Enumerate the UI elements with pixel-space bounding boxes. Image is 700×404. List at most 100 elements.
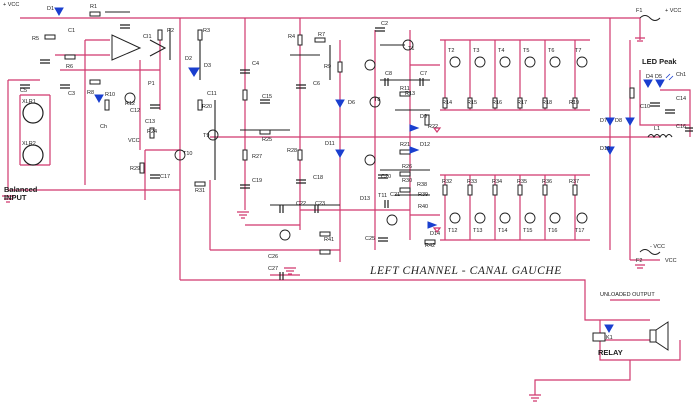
resistor-label: R34	[492, 179, 502, 185]
svg-text:LED Peak: LED Peak	[642, 57, 677, 66]
component-label: R26	[402, 164, 412, 170]
component-label: D2	[185, 56, 192, 62]
vcc-label-bottom-right: - VCC	[650, 244, 665, 250]
relay-label: RELAY	[598, 348, 623, 357]
component-label: R38	[417, 182, 427, 188]
component-label: C15	[262, 94, 272, 100]
diodes	[54, 7, 665, 334]
component-label: R31	[195, 188, 205, 194]
transistor-label: T15	[523, 228, 532, 234]
transistor-label: T6	[548, 48, 554, 54]
transistor-label: T16	[548, 228, 557, 234]
component-label: C23	[315, 201, 325, 207]
component-label: D4	[646, 74, 653, 80]
resistor-label: R17	[517, 100, 527, 106]
component-label: R7	[318, 32, 325, 38]
component-label: C19	[252, 178, 262, 184]
component-label: C14	[676, 96, 686, 102]
component-label: R28	[287, 148, 297, 154]
component-label: C18	[313, 175, 323, 181]
vcc-label-mid: VCC	[128, 138, 140, 144]
vcc-label-top-right: + VCC	[665, 8, 681, 14]
component-label: C7	[420, 71, 427, 77]
component-leads	[105, 11, 430, 206]
vcc-label-left: + VCC	[3, 2, 19, 8]
resistor-label: R19	[569, 100, 579, 106]
resistor-label: R16	[492, 100, 502, 106]
component-label: R21	[400, 142, 410, 148]
component-label: R40	[418, 204, 428, 210]
component-label: C17	[160, 174, 170, 180]
component-label: R9	[324, 64, 331, 70]
component-label: C27	[268, 266, 278, 272]
resistor-label: R14	[442, 100, 452, 106]
component-label: D10	[600, 146, 610, 152]
component-label: T8	[374, 97, 380, 103]
component-label: C3	[68, 91, 75, 97]
component-label: D7	[600, 118, 607, 124]
svg-text:XLR1: XLR1	[22, 99, 36, 105]
component-label: R12	[125, 101, 135, 107]
component-label: D3	[204, 63, 211, 69]
transistor-label: T2	[448, 48, 454, 54]
relay-k1: K1	[592, 332, 613, 342]
component-label: Ch1	[676, 72, 686, 78]
component-label: C1	[68, 28, 75, 34]
component-label: C8	[385, 71, 392, 77]
vcc-label-bottom-right-2: VCC	[665, 258, 677, 264]
component-label: C2	[381, 21, 388, 27]
component-label: R10	[105, 92, 115, 98]
component-label: D9	[420, 114, 427, 120]
component-label: D12	[420, 142, 430, 148]
component-label: P1	[148, 81, 155, 87]
resistor-label: R33	[467, 179, 477, 185]
component-label: D14	[430, 231, 440, 237]
resistor-label: R15	[467, 100, 477, 106]
component-label: R22	[428, 124, 438, 130]
component-label: C26	[268, 254, 278, 260]
component-label: R2	[167, 28, 174, 34]
component-label: R29	[130, 166, 140, 172]
component-label: C20	[381, 174, 391, 180]
component-label: R25	[262, 137, 272, 143]
transistor-label: T13	[473, 228, 482, 234]
transistor-label: T14	[498, 228, 507, 234]
xlr-connectors: XLR1 XLR2	[22, 99, 44, 166]
component-label: T10	[183, 151, 192, 157]
svg-text:F1: F1	[636, 8, 642, 14]
resistor-label: R35	[517, 179, 527, 185]
transistor-label: T17	[575, 228, 584, 234]
component-label: R42	[425, 243, 435, 249]
component-label: R11	[400, 86, 410, 92]
component-label: R41	[324, 237, 334, 243]
component-label: C11	[207, 91, 217, 97]
component-label: C6	[313, 81, 320, 87]
component-label: R6	[66, 64, 73, 70]
transistor-label: T3	[473, 48, 479, 54]
component-label: R27	[252, 154, 262, 160]
component-label: R5	[32, 36, 39, 42]
input-label-line1: Balanced	[4, 185, 38, 194]
component-label: C10	[640, 104, 650, 110]
transistor-label: T5	[523, 48, 529, 54]
svg-text:K1: K1	[606, 335, 613, 341]
component-label: C25	[365, 236, 375, 242]
component-label: D13	[360, 196, 370, 202]
component-label: C13	[145, 119, 155, 125]
component-label: R8	[87, 90, 94, 96]
resistor-label: R37	[569, 179, 579, 185]
ground-symbols	[2, 37, 645, 402]
led-peak: LED Peak	[642, 57, 677, 81]
unloaded-output-label: UNLOADED OUTPUT	[600, 292, 655, 298]
component-label: Ch	[100, 124, 107, 130]
transistor-label: T7	[575, 48, 581, 54]
input-label-line2: INPUT	[4, 193, 27, 202]
component-label: D1	[47, 6, 54, 12]
component-label: T11	[378, 193, 387, 199]
component-label: R24	[147, 129, 157, 135]
component-label: D8	[615, 118, 622, 124]
component-label: R20	[202, 104, 212, 110]
svg-text:CI1: CI1	[143, 34, 152, 40]
